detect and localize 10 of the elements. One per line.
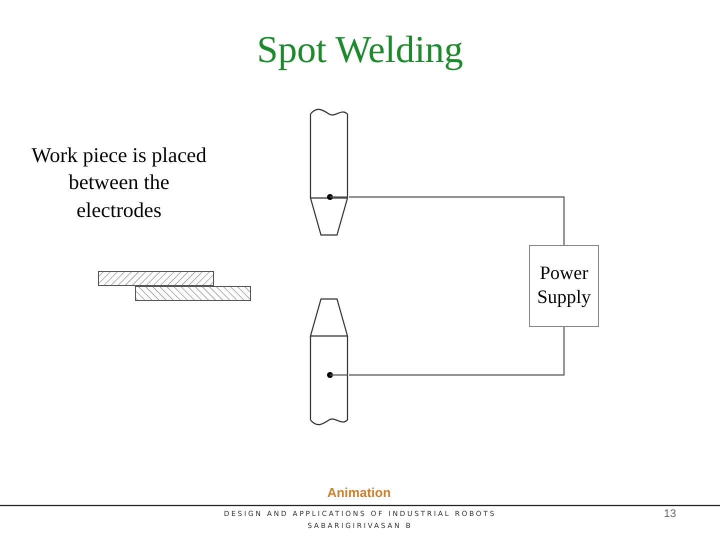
animation-link: Animation [326,485,392,500]
instruction-text: Work piece is placed between the electrodes [30,142,208,224]
box-label: Power Supply [536,262,592,310]
electrode-drawing [309,106,349,237]
page-number: 13 [662,508,678,520]
power-supply-box [529,245,599,327]
title: Spot Welding [256,28,464,72]
wire [349,196,565,245]
wire [349,327,565,376]
electrode-drawing [309,297,349,428]
